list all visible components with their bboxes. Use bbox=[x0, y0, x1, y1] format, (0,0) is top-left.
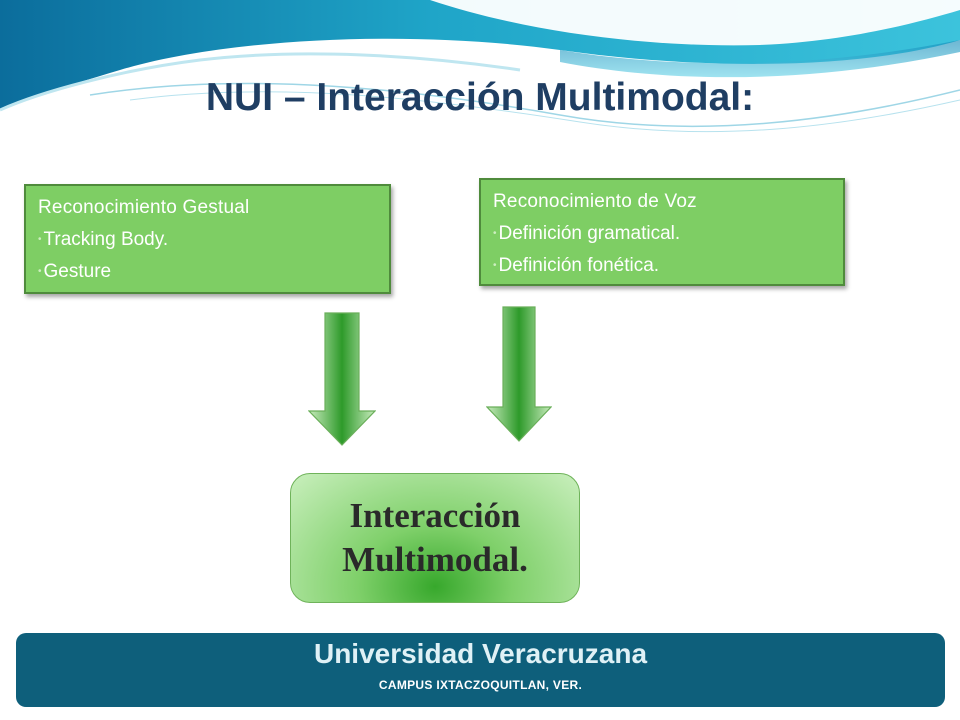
voice-recognition-box: Reconocimiento de Voz •Definición gramat… bbox=[479, 178, 845, 286]
box-heading: Reconocimiento Gestual bbox=[38, 197, 250, 218]
bullet-icon: • bbox=[493, 228, 497, 239]
box-heading: Reconocimiento de Voz bbox=[493, 191, 697, 212]
university-name: Universidad Veracruzana bbox=[313, 638, 648, 669]
page-title: NUI – Interacción Multimodal: bbox=[205, 76, 755, 119]
bullet-icon: • bbox=[38, 234, 42, 245]
down-arrow-icon bbox=[486, 306, 552, 442]
result-line-2: Multimodal. bbox=[342, 540, 528, 579]
bullet-icon: • bbox=[493, 260, 497, 272]
list-item: •Definición fonética. bbox=[493, 255, 660, 277]
result-line-1: Interacción bbox=[349, 496, 521, 535]
header-wave-decoration bbox=[0, 0, 960, 133]
down-arrow-icon bbox=[308, 312, 376, 446]
list-item: •Definición gramatical. bbox=[493, 223, 681, 245]
footer-banner: Universidad Veracruzana CAMPUS IXTACZOQU… bbox=[16, 633, 945, 707]
list-item: •Tracking Body. bbox=[38, 229, 169, 251]
gesture-recognition-box: Reconocimiento Gestual •Tracking Body. •… bbox=[24, 184, 391, 294]
campus-name: CAMPUS IXTACZOQUITLAN, VER. bbox=[378, 678, 583, 692]
multimodal-interaction-box: Interacción Multimodal. bbox=[290, 473, 580, 603]
list-item: •Gesture bbox=[38, 261, 112, 283]
bullet-icon: • bbox=[38, 266, 42, 278]
